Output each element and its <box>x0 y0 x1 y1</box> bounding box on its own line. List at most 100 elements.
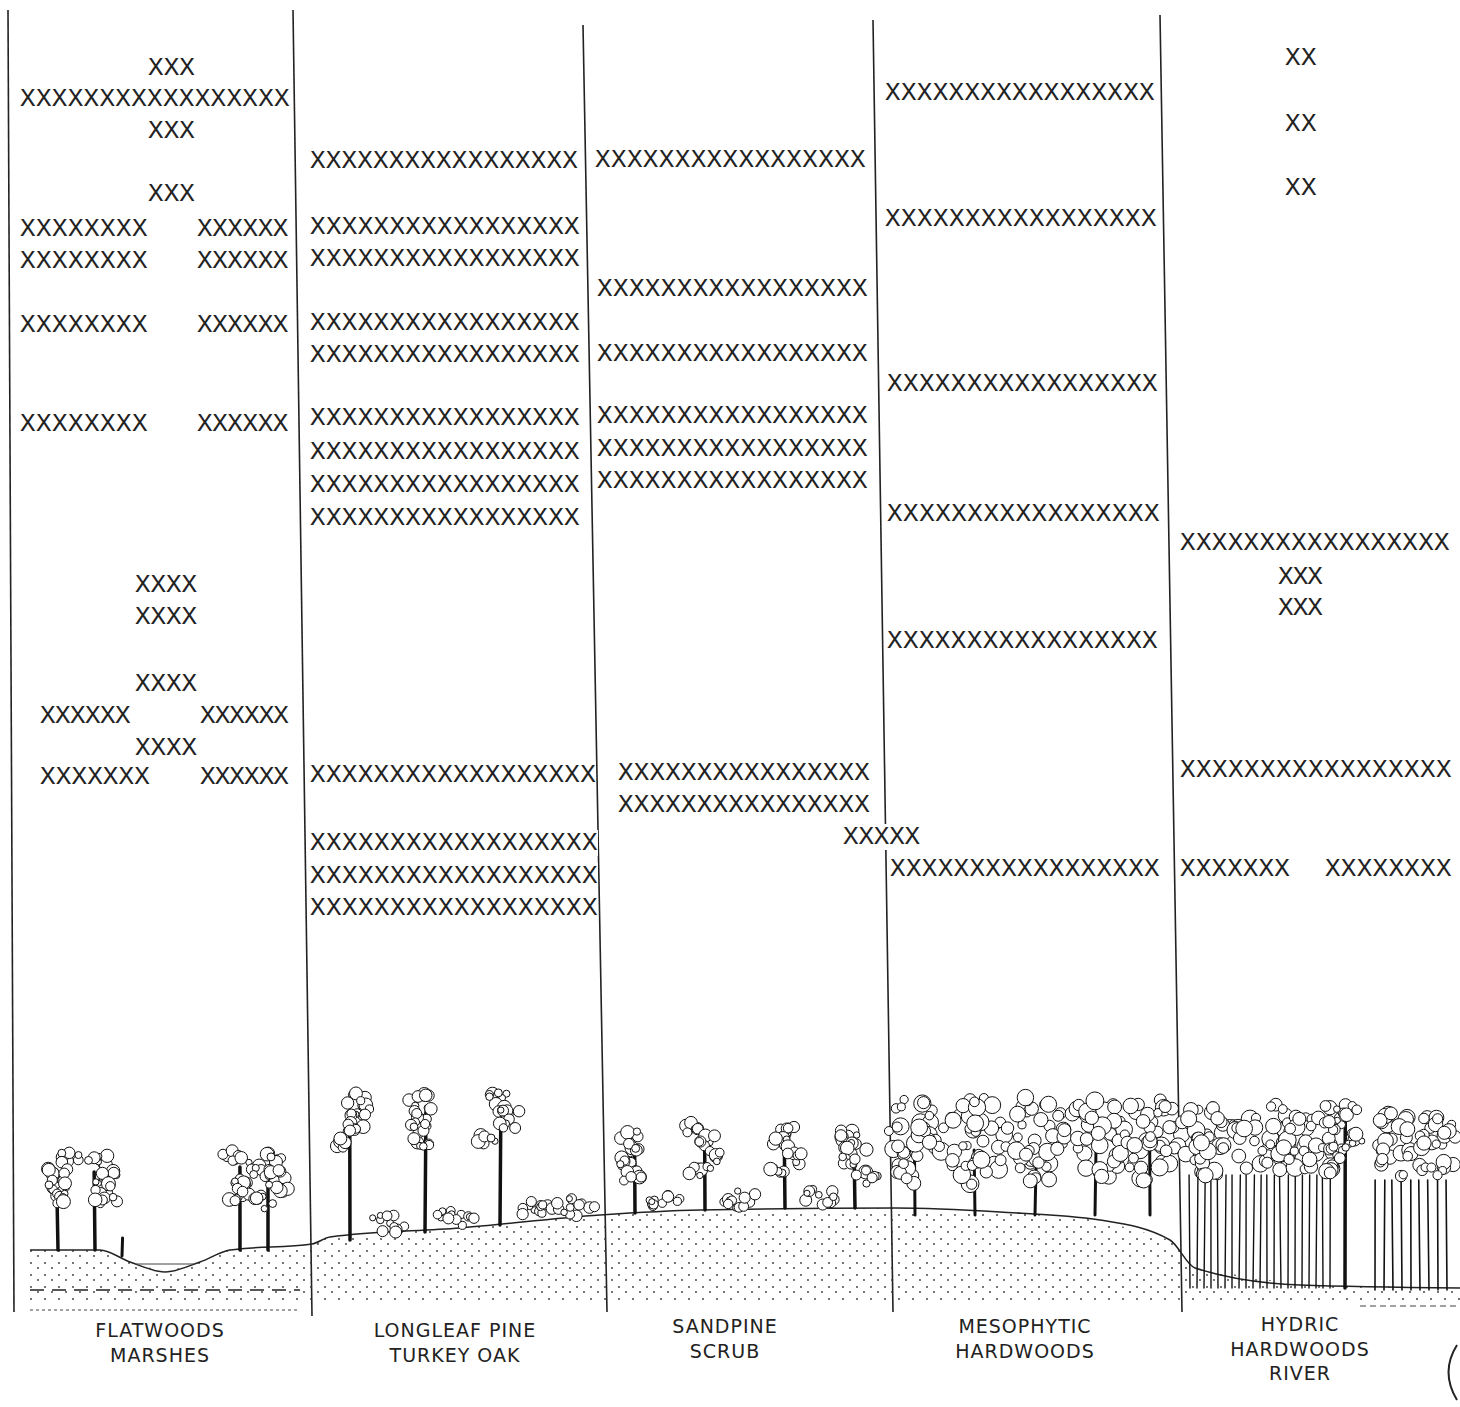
tree-foliage <box>804 1186 815 1197</box>
tree-foliage <box>1278 1105 1287 1114</box>
tree-foliage <box>911 1119 928 1136</box>
tree-foliage <box>892 1140 905 1153</box>
tree-foliage <box>1053 1110 1064 1121</box>
tree-trunk <box>1280 1175 1281 1288</box>
tree-foliage <box>1349 1127 1363 1141</box>
tree-foliage <box>552 1198 563 1209</box>
tree-foliage <box>1320 1101 1331 1112</box>
tree-foliage <box>673 1197 681 1205</box>
tree-trunk <box>1374 1180 1376 1290</box>
tree-foliage <box>1285 1123 1296 1134</box>
tree-foliage <box>1427 1163 1436 1172</box>
occurrence-bar: XXXX <box>135 572 197 598</box>
tree-trunk <box>1239 1175 1240 1288</box>
tree-foliage <box>769 1132 782 1145</box>
tree-foliage <box>1417 1136 1431 1150</box>
occurrence-bar: XX <box>1285 175 1317 201</box>
tree-foliage <box>830 1193 838 1201</box>
occurrence-bar: XXXXXXXX <box>20 411 148 437</box>
tree-trunk <box>1188 1175 1190 1288</box>
tree-foliage <box>1108 1100 1122 1114</box>
tree-trunk <box>1225 1175 1226 1288</box>
tree-foliage <box>412 1109 422 1119</box>
tree-foliage <box>899 1159 909 1169</box>
tree-foliage <box>815 1191 822 1198</box>
occurrence-bar: XX <box>1285 45 1317 71</box>
tree-foliage <box>1258 1146 1267 1155</box>
tree-foliage <box>683 1128 692 1137</box>
tree-trunk <box>1437 1180 1439 1290</box>
tree-foliage <box>918 1097 930 1109</box>
tree-foliage <box>267 1153 275 1161</box>
column-divider <box>583 25 607 1312</box>
edge-mark <box>1449 1345 1458 1400</box>
tree-foliage <box>1151 1159 1168 1176</box>
tree-foliage <box>539 1201 547 1209</box>
occurrence-bar: XXXXXXXXXXXXXXXXX <box>310 310 580 336</box>
tree-foliage <box>973 1151 990 1168</box>
tree-foliage <box>1334 1153 1345 1164</box>
occurrence-bar: XXXXXXXXXXXXXXXXX <box>310 342 580 368</box>
occurrence-bar: XXXXXXXXXXXXXXXXX <box>890 856 1160 882</box>
tree-foliage <box>749 1189 760 1200</box>
occurrence-bar: XXXXXXXXXXXXXXXXX <box>597 276 868 302</box>
tree-foliage <box>1159 1101 1171 1113</box>
tree-foliage <box>1160 1145 1172 1157</box>
tree-trunk <box>1253 1175 1254 1288</box>
tree-foliage <box>1385 1107 1398 1120</box>
tree-foliage <box>1324 1167 1336 1179</box>
tree-foliage <box>499 1124 507 1132</box>
tree-foliage <box>1058 1124 1071 1137</box>
tree-foliage <box>101 1149 114 1162</box>
occurrence-bar: XXXXXXXXXXXXXXXXX <box>595 147 866 173</box>
tree-foliage <box>1342 1144 1349 1151</box>
tree-foliage <box>377 1226 388 1237</box>
occurrence-bar: XXXXXX <box>197 248 288 274</box>
tree-trunk <box>1383 1180 1385 1290</box>
tree-foliage <box>735 1188 741 1194</box>
tree-foliage <box>1015 1163 1025 1173</box>
tree-foliage <box>925 1111 934 1120</box>
tree-foliage <box>85 1156 93 1164</box>
tree-foliage <box>967 1179 977 1189</box>
tree-foliage <box>517 1208 528 1219</box>
tree-foliage <box>695 1138 704 1147</box>
tree-foliage <box>1010 1106 1026 1122</box>
tree-foliage <box>433 1210 442 1219</box>
tree-foliage <box>861 1166 870 1175</box>
trees <box>42 1087 1460 1290</box>
tree-trunk <box>1260 1175 1261 1288</box>
tree-foliage <box>1013 1133 1022 1142</box>
tree-foliage <box>739 1192 750 1203</box>
tree-foliage <box>1136 1115 1150 1129</box>
tree-foliage <box>1395 1170 1406 1181</box>
tree-foliage <box>93 1179 99 1185</box>
tree-trunk <box>1204 1175 1205 1288</box>
tree-foliage <box>469 1213 479 1223</box>
tree-trunk <box>1217 1175 1219 1288</box>
tree-foliage <box>1400 1122 1415 1137</box>
occurrence-bar: XXX <box>148 118 195 144</box>
tree-foliage <box>59 1177 72 1190</box>
tree-foliage <box>1419 1113 1429 1123</box>
occurrence-bar: XXXXXXXXXXXXXXXXX <box>597 403 868 429</box>
tree-trunk <box>1410 1180 1412 1290</box>
tree-trunk <box>1329 1175 1331 1288</box>
tree-foliage <box>1266 1140 1275 1149</box>
tree-trunk <box>1266 1175 1268 1288</box>
tree-foliage <box>250 1171 258 1179</box>
tree-foliage <box>1284 1154 1294 1164</box>
tree-foliage <box>1438 1126 1451 1139</box>
occurrence-bar: XXXXXXXXXXXXXXXXX <box>885 80 1155 106</box>
tree-foliage <box>977 1135 989 1147</box>
occurrence-bar: XXXXXXXXXXXXXXXXX <box>887 501 1160 527</box>
tree-trunk <box>1287 1175 1289 1288</box>
occurrence-bar: XXXXXX <box>197 312 288 338</box>
tree-foliage <box>1266 1118 1282 1134</box>
occurrence-bar: XXXXXXXXXXXXXXXXX <box>310 472 580 498</box>
tree-foliage <box>574 1200 585 1211</box>
tree-foliage <box>1218 1143 1229 1154</box>
tree-foliage <box>914 1095 931 1112</box>
tree-trunk <box>1210 1175 1212 1288</box>
tree-foliage <box>266 1181 273 1188</box>
